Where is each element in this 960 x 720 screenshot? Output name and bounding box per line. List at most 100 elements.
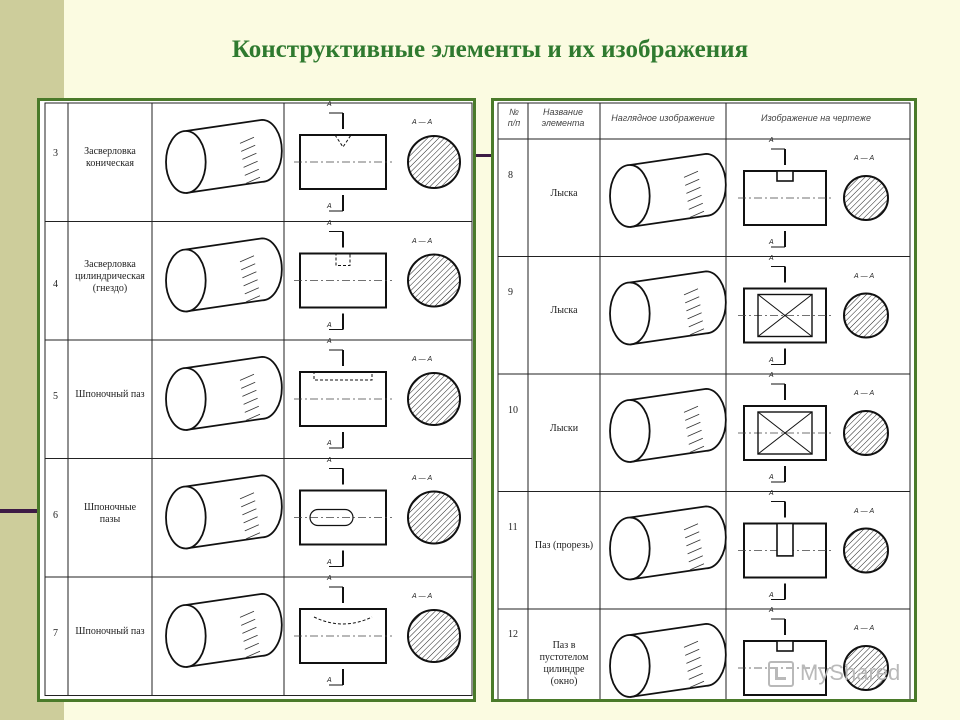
- left-iso-cylinder-face: [165, 367, 207, 431]
- right-iso-cylinder-shade: [689, 680, 705, 688]
- left-iso-cylinder-shade: [241, 381, 256, 389]
- right-iso-cylinder-shade: [686, 421, 701, 429]
- right-section-label: А — А: [854, 390, 875, 397]
- right-iso-cylinder-shade: [686, 539, 701, 547]
- right-iso-cylinder-shade: [683, 640, 699, 648]
- left-iso-cylinder-shade: [245, 532, 261, 540]
- section-circle: [407, 135, 461, 189]
- section-circle: [843, 527, 889, 574]
- right-iso-cylinder-shade: [689, 563, 705, 571]
- left-table-border: [44, 102, 473, 696]
- left-iso-cylinder-shade: [243, 279, 258, 287]
- right-row-num: 11: [508, 522, 518, 534]
- left-section-label: А — А: [412, 356, 433, 363]
- watermark: MyShared: [768, 660, 900, 688]
- left-drawing-1-cut-label-top: А: [327, 219, 332, 227]
- right-iso-cylinder-shade: [685, 648, 700, 656]
- left-drawing-3-cut-label-bottom: А: [327, 558, 332, 566]
- left-iso-cylinder-shade: [245, 650, 261, 658]
- right-iso-cylinder-body: [629, 270, 727, 346]
- right-iso-cylinder-shade: [688, 672, 703, 680]
- left-iso-cylinder-face: [165, 604, 207, 668]
- left-row-name: Шпоночный паз: [75, 389, 145, 401]
- left-iso-cylinder-face: [165, 130, 207, 194]
- left-drawing-4-cut-label-top: А: [327, 575, 332, 582]
- left-section-label: А — А: [412, 593, 433, 600]
- right-drawing-1-flat-diag2: [757, 294, 813, 337]
- left-iso-cylinder-shade: [241, 500, 256, 508]
- left-drawing-4-cut-label-bottom: А: [327, 677, 332, 684]
- right-drawing-1-cut-label-top: А: [769, 254, 774, 262]
- right-row-name: Паз в пустотелом цилиндре (окно): [539, 639, 589, 687]
- right-drawing-3-cutout: [776, 522, 794, 557]
- right-iso-cylinder-body: [629, 387, 727, 463]
- right-row-name: Паз (прорезь): [534, 540, 594, 552]
- section-circle: [843, 645, 889, 691]
- right-section-label: А — А: [854, 507, 875, 515]
- left-drawing-3-slot: [309, 508, 354, 527]
- left-iso-cylinder-shade: [244, 168, 259, 176]
- left-iso-cylinder-shade: [239, 255, 255, 263]
- right-drawing-1-flat-face: [757, 293, 813, 338]
- left-drawing-2-hidden: [313, 371, 373, 381]
- right-iso-cylinder-shade: [687, 429, 702, 437]
- left-row-num: 7: [53, 628, 58, 640]
- left-iso-cylinder-shade: [239, 373, 255, 381]
- right-iso-cylinder-shade: [688, 437, 703, 445]
- right-iso-cylinder-shade: [689, 445, 705, 453]
- left-row-name: Шпоночные пазы: [83, 501, 137, 525]
- right-iso-cylinder-shade: [689, 210, 705, 218]
- left-iso-cylinder-shade: [242, 508, 257, 516]
- right-table-drawing: [497, 102, 911, 699]
- right-iso-cylinder-shade: [686, 656, 701, 664]
- left-iso-cylinder-shade: [241, 144, 256, 152]
- right-drawing-2-flat-diag2: [757, 411, 813, 455]
- right-drawing-2-cut-label-bottom: А: [769, 474, 774, 481]
- right-iso-cylinder-shade: [683, 405, 699, 413]
- left-iso-cylinder-body: [185, 592, 283, 668]
- right-drawing-1-cut-label-bottom: А: [769, 356, 774, 364]
- right-iso-cylinder-face: [609, 634, 651, 698]
- right-iso-cylinder-shade: [687, 547, 702, 555]
- left-iso-cylinder-shade: [242, 389, 257, 397]
- left-row-name: Шпоночный паз: [75, 626, 145, 638]
- left-row-num: 6: [53, 509, 58, 521]
- right-iso-cylinder-shade: [686, 186, 701, 194]
- left-drawing-0-hidden: [334, 134, 352, 148]
- left-iso-cylinder-shade: [241, 618, 256, 626]
- left-iso-cylinder-shade: [239, 610, 255, 618]
- left-iso-cylinder-body: [185, 474, 283, 550]
- left-iso-cylinder-shade: [239, 136, 255, 144]
- right-drawing-3-cut-label-bottom: А: [769, 591, 774, 599]
- header-num: № п/п: [507, 107, 521, 128]
- left-iso-cylinder-shade: [244, 405, 259, 413]
- right-iso-cylinder-shade: [685, 531, 700, 539]
- right-drawing-4-cutout: [776, 640, 794, 652]
- left-iso-cylinder-face: [165, 485, 207, 550]
- section-circle: [407, 609, 461, 663]
- header-drawing: Изображение на чертеже: [761, 113, 871, 123]
- right-row-num: 8: [508, 169, 513, 181]
- right-drawing-0-cut-label-top: А: [769, 137, 774, 144]
- left-table-drawing: [44, 102, 473, 696]
- left-drawing-1-hidden: [335, 253, 351, 266]
- right-drawing-0-cutout: [776, 170, 794, 182]
- left-iso-cylinder-shade: [245, 413, 261, 421]
- right-iso-cylinder-shade: [688, 202, 703, 210]
- right-iso-cylinder-shade: [685, 296, 700, 304]
- right-iso-cylinder-body: [629, 505, 727, 581]
- left-row-num: 4: [53, 278, 58, 290]
- right-iso-cylinder-face: [609, 516, 651, 581]
- left-row-name: Засверловка коническая: [84, 146, 136, 170]
- right-section-label: А — А: [854, 272, 875, 280]
- right-table-border: [497, 102, 911, 699]
- left-iso-cylinder-shade: [243, 516, 258, 524]
- left-drawing-1-cut-label-bottom: А: [327, 321, 332, 329]
- header-name: Название элемента: [541, 107, 585, 128]
- right-iso-cylinder-face: [609, 399, 651, 463]
- section-circle: [407, 253, 461, 308]
- left-iso-cylinder-body: [185, 355, 283, 431]
- right-iso-cylinder-shade: [683, 170, 699, 178]
- right-row-num: 12: [508, 629, 518, 640]
- right-drawing-0-cut-label-bottom: А: [769, 239, 774, 246]
